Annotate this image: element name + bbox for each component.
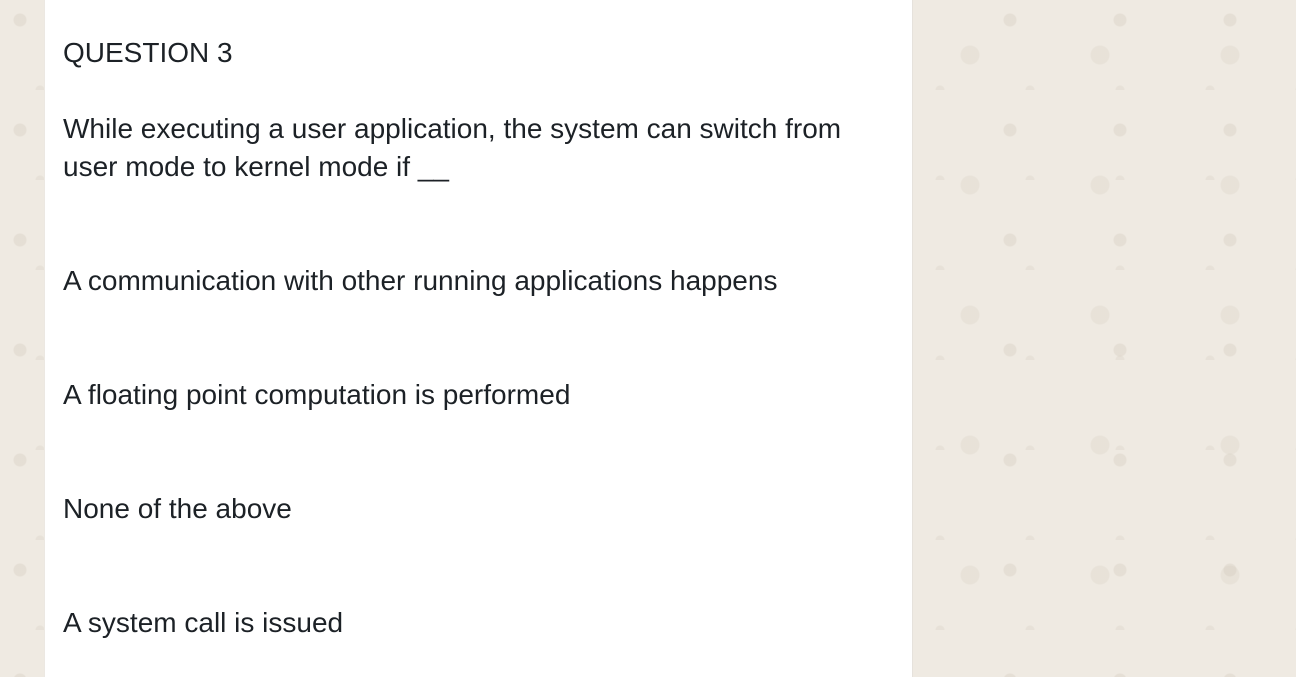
answer-option: A floating point computation is performe… <box>63 379 571 410</box>
question-title: QUESTION 3 <box>63 37 233 68</box>
answer-option: A system call is issued <box>63 607 344 638</box>
question-text: While executing a user application, the … <box>63 113 842 182</box>
answer-option: None of the above <box>63 493 292 524</box>
message-bubble[interactable]: QUESTION 3 While executing a user applic… <box>44 0 913 677</box>
answer-option: A communication with other running appli… <box>63 265 778 296</box>
